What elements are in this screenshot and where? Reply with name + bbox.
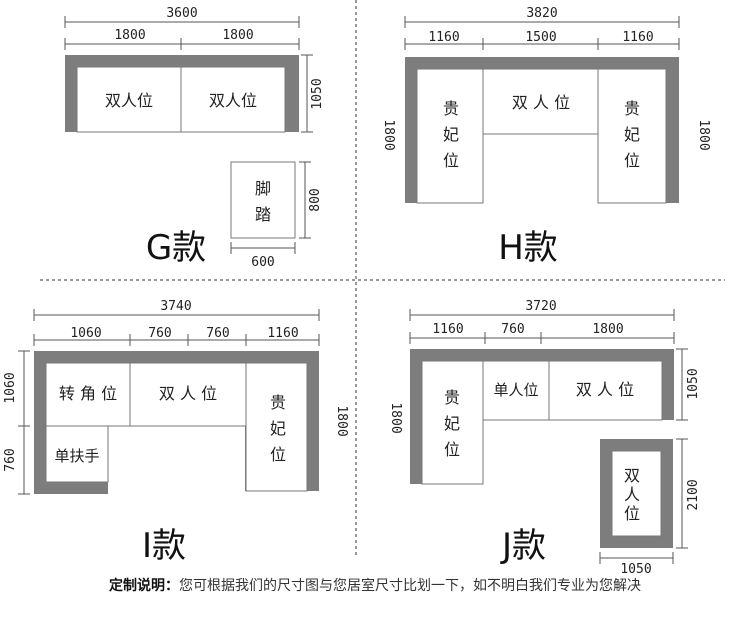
h-dim-b: 1500 (525, 30, 556, 45)
g-foot-char-2: 踏 (255, 205, 271, 224)
g-foot-char-1: 脚 (255, 179, 271, 198)
j-dim-left: 1800 (388, 402, 403, 433)
model-j: 3720 1160 760 1800 贵 妃 位 单人位 双 人 位 双 人 位… (388, 299, 701, 577)
i-seat-corner (45, 362, 131, 427)
i-double-label: 双 人 位 (159, 384, 217, 403)
j-seat-double (548, 360, 663, 421)
j-dim-a: 1160 (432, 322, 463, 337)
model-i: 3740 1060 760 760 1160 转 角 位 双 人 位 单扶手 贵… (3, 299, 349, 566)
j-left-char-3: 位 (444, 440, 460, 459)
g-title: G款 (146, 228, 206, 268)
customization-note: 定制说明：您可根据我们的尺寸图与您居室尺寸比划一下，如不明白我们专业为您解决 (0, 575, 750, 595)
j-seat-left (421, 360, 484, 485)
i-seat-right (245, 362, 308, 492)
h-right-char-1: 贵 (624, 99, 640, 118)
h-right-char-2: 妃 (624, 125, 640, 144)
i-dim-right: 1800 (334, 405, 349, 436)
g-seat-a-label: 双人位 (105, 91, 153, 110)
i-right-char-2: 妃 (270, 419, 286, 438)
h-right-char-3: 位 (624, 151, 640, 170)
j-seat-single (482, 360, 550, 421)
h-title: H款 (498, 228, 558, 268)
j-dim-bottom: 1050 (620, 562, 651, 577)
h-mid-label: 双 人 位 (512, 93, 570, 112)
g-dim-depth: 1050 (310, 78, 325, 109)
g-seat-b (180, 66, 286, 133)
i-dim-total: 3740 (160, 299, 191, 314)
i-dim-a: 1060 (70, 326, 101, 341)
j-dim-c: 1800 (592, 322, 623, 337)
h-dim-right: 1800 (696, 119, 711, 150)
j-ottoman-seat (611, 450, 662, 537)
h-left-char-2: 妃 (443, 125, 459, 144)
j-dim-right-top: 1050 (686, 368, 701, 399)
i-seat-double (129, 362, 247, 427)
j-left-char-1: 贵 (444, 388, 460, 407)
j-double-label: 双 人 位 (576, 380, 634, 399)
h-seat-right (597, 68, 667, 204)
j-dim-b: 760 (501, 322, 524, 337)
i-right-char-1: 贵 (270, 393, 286, 412)
g-seat-b-label: 双人位 (209, 91, 257, 110)
h-dim-left: 1800 (381, 119, 396, 150)
g-dim-foot-w: 600 (251, 255, 274, 270)
j-dim-right-bottom: 2100 (686, 479, 701, 510)
i-arm-label: 单扶手 (54, 447, 99, 465)
j-dim-total: 3720 (525, 299, 556, 314)
h-dim-a: 1160 (428, 30, 459, 45)
i-title: I款 (142, 526, 186, 566)
i-dim-c: 760 (206, 326, 229, 341)
g-dim-left: 1800 (114, 28, 145, 43)
model-h: 3820 1160 1500 1160 贵 妃 位 双 人 位 贵 妃 位 18… (381, 6, 711, 268)
j-single-label: 单人位 (493, 381, 538, 399)
i-corner-label: 转 角 位 (59, 384, 117, 403)
i-dim-b: 760 (148, 326, 171, 341)
h-seat-left (416, 68, 484, 204)
j-ottoman-char-2: 人 (624, 485, 640, 504)
g-dim-total: 3600 (166, 6, 197, 21)
customization-note-label: 定制说明： (109, 578, 179, 594)
h-dim-c: 1160 (622, 30, 653, 45)
i-seat-arm (45, 425, 109, 483)
j-title: J款 (500, 526, 546, 566)
i-right-char-3: 位 (270, 445, 286, 464)
j-ottoman-char-1: 双 (624, 466, 640, 485)
j-left-char-2: 妃 (444, 414, 460, 433)
h-left-char-3: 位 (443, 151, 459, 170)
i-dim-left-top: 1060 (3, 372, 18, 403)
customization-note-text: 您可根据我们的尺寸图与您居室尺寸比划一下，如不明白我们专业为您解决 (179, 578, 641, 594)
model-g: 3600 1800 1800 双人位 双人位 1050 脚 踏 800 600 … (64, 6, 325, 270)
h-left-char-1: 贵 (443, 99, 459, 118)
j-ottoman-char-3: 位 (624, 504, 640, 523)
g-footstool (230, 161, 296, 239)
h-seat-mid (482, 68, 599, 135)
g-seat-a (76, 66, 182, 133)
i-dim-d: 1160 (267, 326, 298, 341)
g-dim-foot-h: 800 (308, 188, 323, 211)
h-dim-total: 3820 (526, 6, 557, 21)
i-dim-left-bottom: 760 (3, 448, 18, 471)
g-dim-right: 1800 (222, 28, 253, 43)
